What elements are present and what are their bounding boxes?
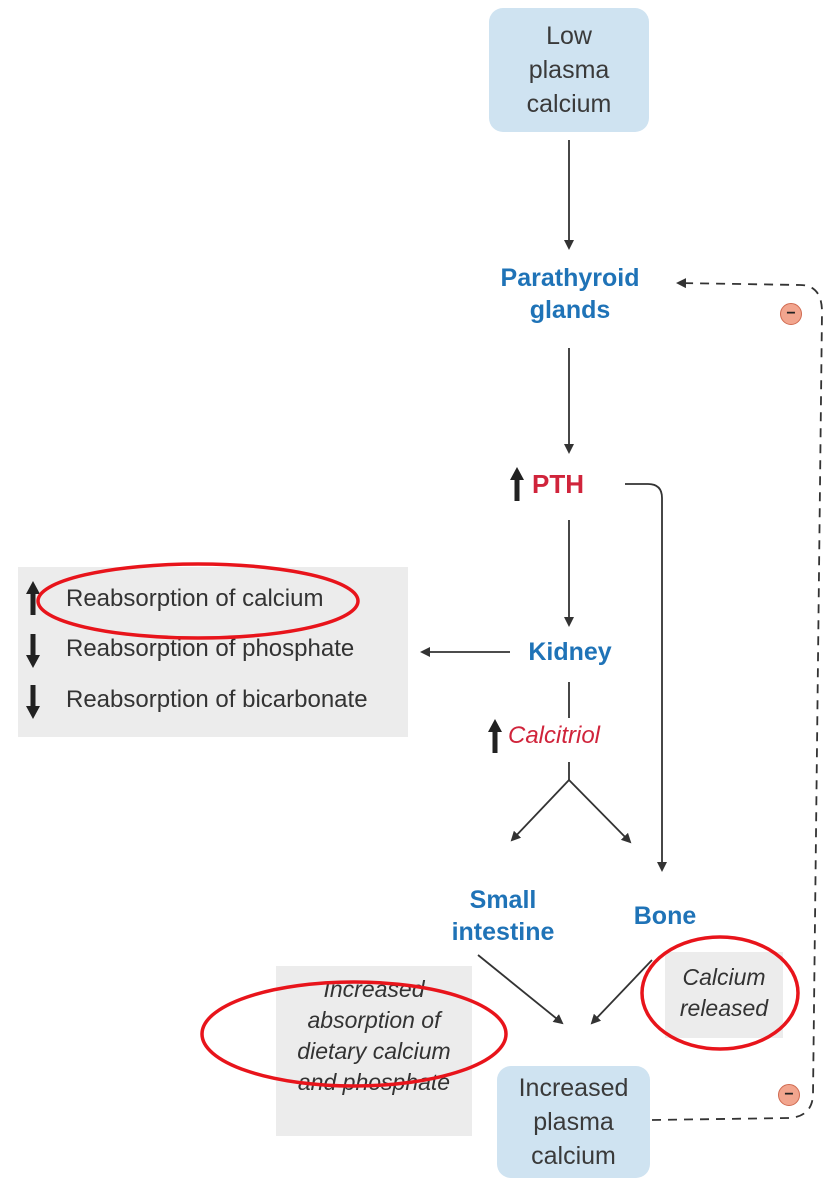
down-arrow-icon xyxy=(26,685,40,719)
calcitriol-node: Calcitriol xyxy=(488,718,600,754)
pth-node: PTH xyxy=(510,466,584,502)
bone-calcium-released-note: Calcium released xyxy=(665,952,783,1038)
effect-reabsorption-phosphate: Reabsorption of phosphate xyxy=(66,635,355,662)
kidney-label: Kidney xyxy=(528,638,612,666)
bone-label: Bone xyxy=(633,902,697,930)
parathyroid-line-2: glands xyxy=(529,296,611,324)
parathyroid-line-1: Parathyroid xyxy=(500,264,640,292)
bone-note-line-2: released xyxy=(679,995,769,1021)
small-intestine-line-1: Small xyxy=(469,886,537,914)
small-intestine-label: Small intestine xyxy=(428,884,578,948)
minus-sign: − xyxy=(786,305,796,322)
intestine-note-line-3: dietary calcium xyxy=(297,1038,451,1064)
arrow-intestine-to-increased xyxy=(477,954,564,1025)
parathyroid-glands-label: Parathyroid glands xyxy=(470,262,670,326)
increased-calcium-line-3: calcium xyxy=(531,1142,616,1170)
up-arrow-icon xyxy=(510,467,524,501)
small-intestine-line-2: intestine xyxy=(451,918,555,946)
arrow-split-to-bone xyxy=(568,779,632,844)
effect-reabsorption-bicarbonate: Reabsorption of bicarbonate xyxy=(66,686,368,713)
low-calcium-line-3: calcium xyxy=(526,90,612,118)
negative-feedback-badge-top: − xyxy=(780,303,802,325)
intestine-note-line-2: absorption of xyxy=(307,1007,441,1033)
increased-calcium-line-2: plasma xyxy=(533,1108,614,1136)
effect-reabsorption-calcium: Reabsorption of calcium xyxy=(66,585,324,612)
kidney-effects-box: Reabsorption of calcium Reabsorption of … xyxy=(18,567,408,737)
intestine-absorption-note: Increased absorption of dietary calcium … xyxy=(276,966,472,1136)
intestine-note-line-4: and phosphate xyxy=(297,1069,451,1095)
pth-label: PTH xyxy=(532,468,584,499)
calcitriol-label: Calcitriol xyxy=(508,722,601,749)
increased-calcium-line-1: Increased xyxy=(518,1074,629,1102)
up-arrow-icon xyxy=(26,581,40,615)
arrow-split-to-intestine xyxy=(510,779,570,842)
arrow-bone-to-increased xyxy=(590,959,653,1025)
increased-plasma-calcium-box: Increased plasma calcium xyxy=(497,1066,650,1178)
bone-note-line-1: Calcium xyxy=(682,964,766,990)
low-calcium-line-2: plasma xyxy=(528,56,610,84)
feedback-dashed-loop xyxy=(651,278,823,1121)
minus-sign: − xyxy=(784,1086,794,1103)
low-calcium-line-1: Low xyxy=(546,22,592,50)
up-arrow-icon xyxy=(488,719,502,753)
low-plasma-calcium-box: Low plasma calcium xyxy=(489,8,649,132)
intestine-note-line-1: Increased xyxy=(323,976,425,1002)
down-arrow-icon xyxy=(26,634,40,668)
arrow-pth-to-bone xyxy=(625,483,667,872)
negative-feedback-badge-bottom: − xyxy=(778,1084,800,1106)
